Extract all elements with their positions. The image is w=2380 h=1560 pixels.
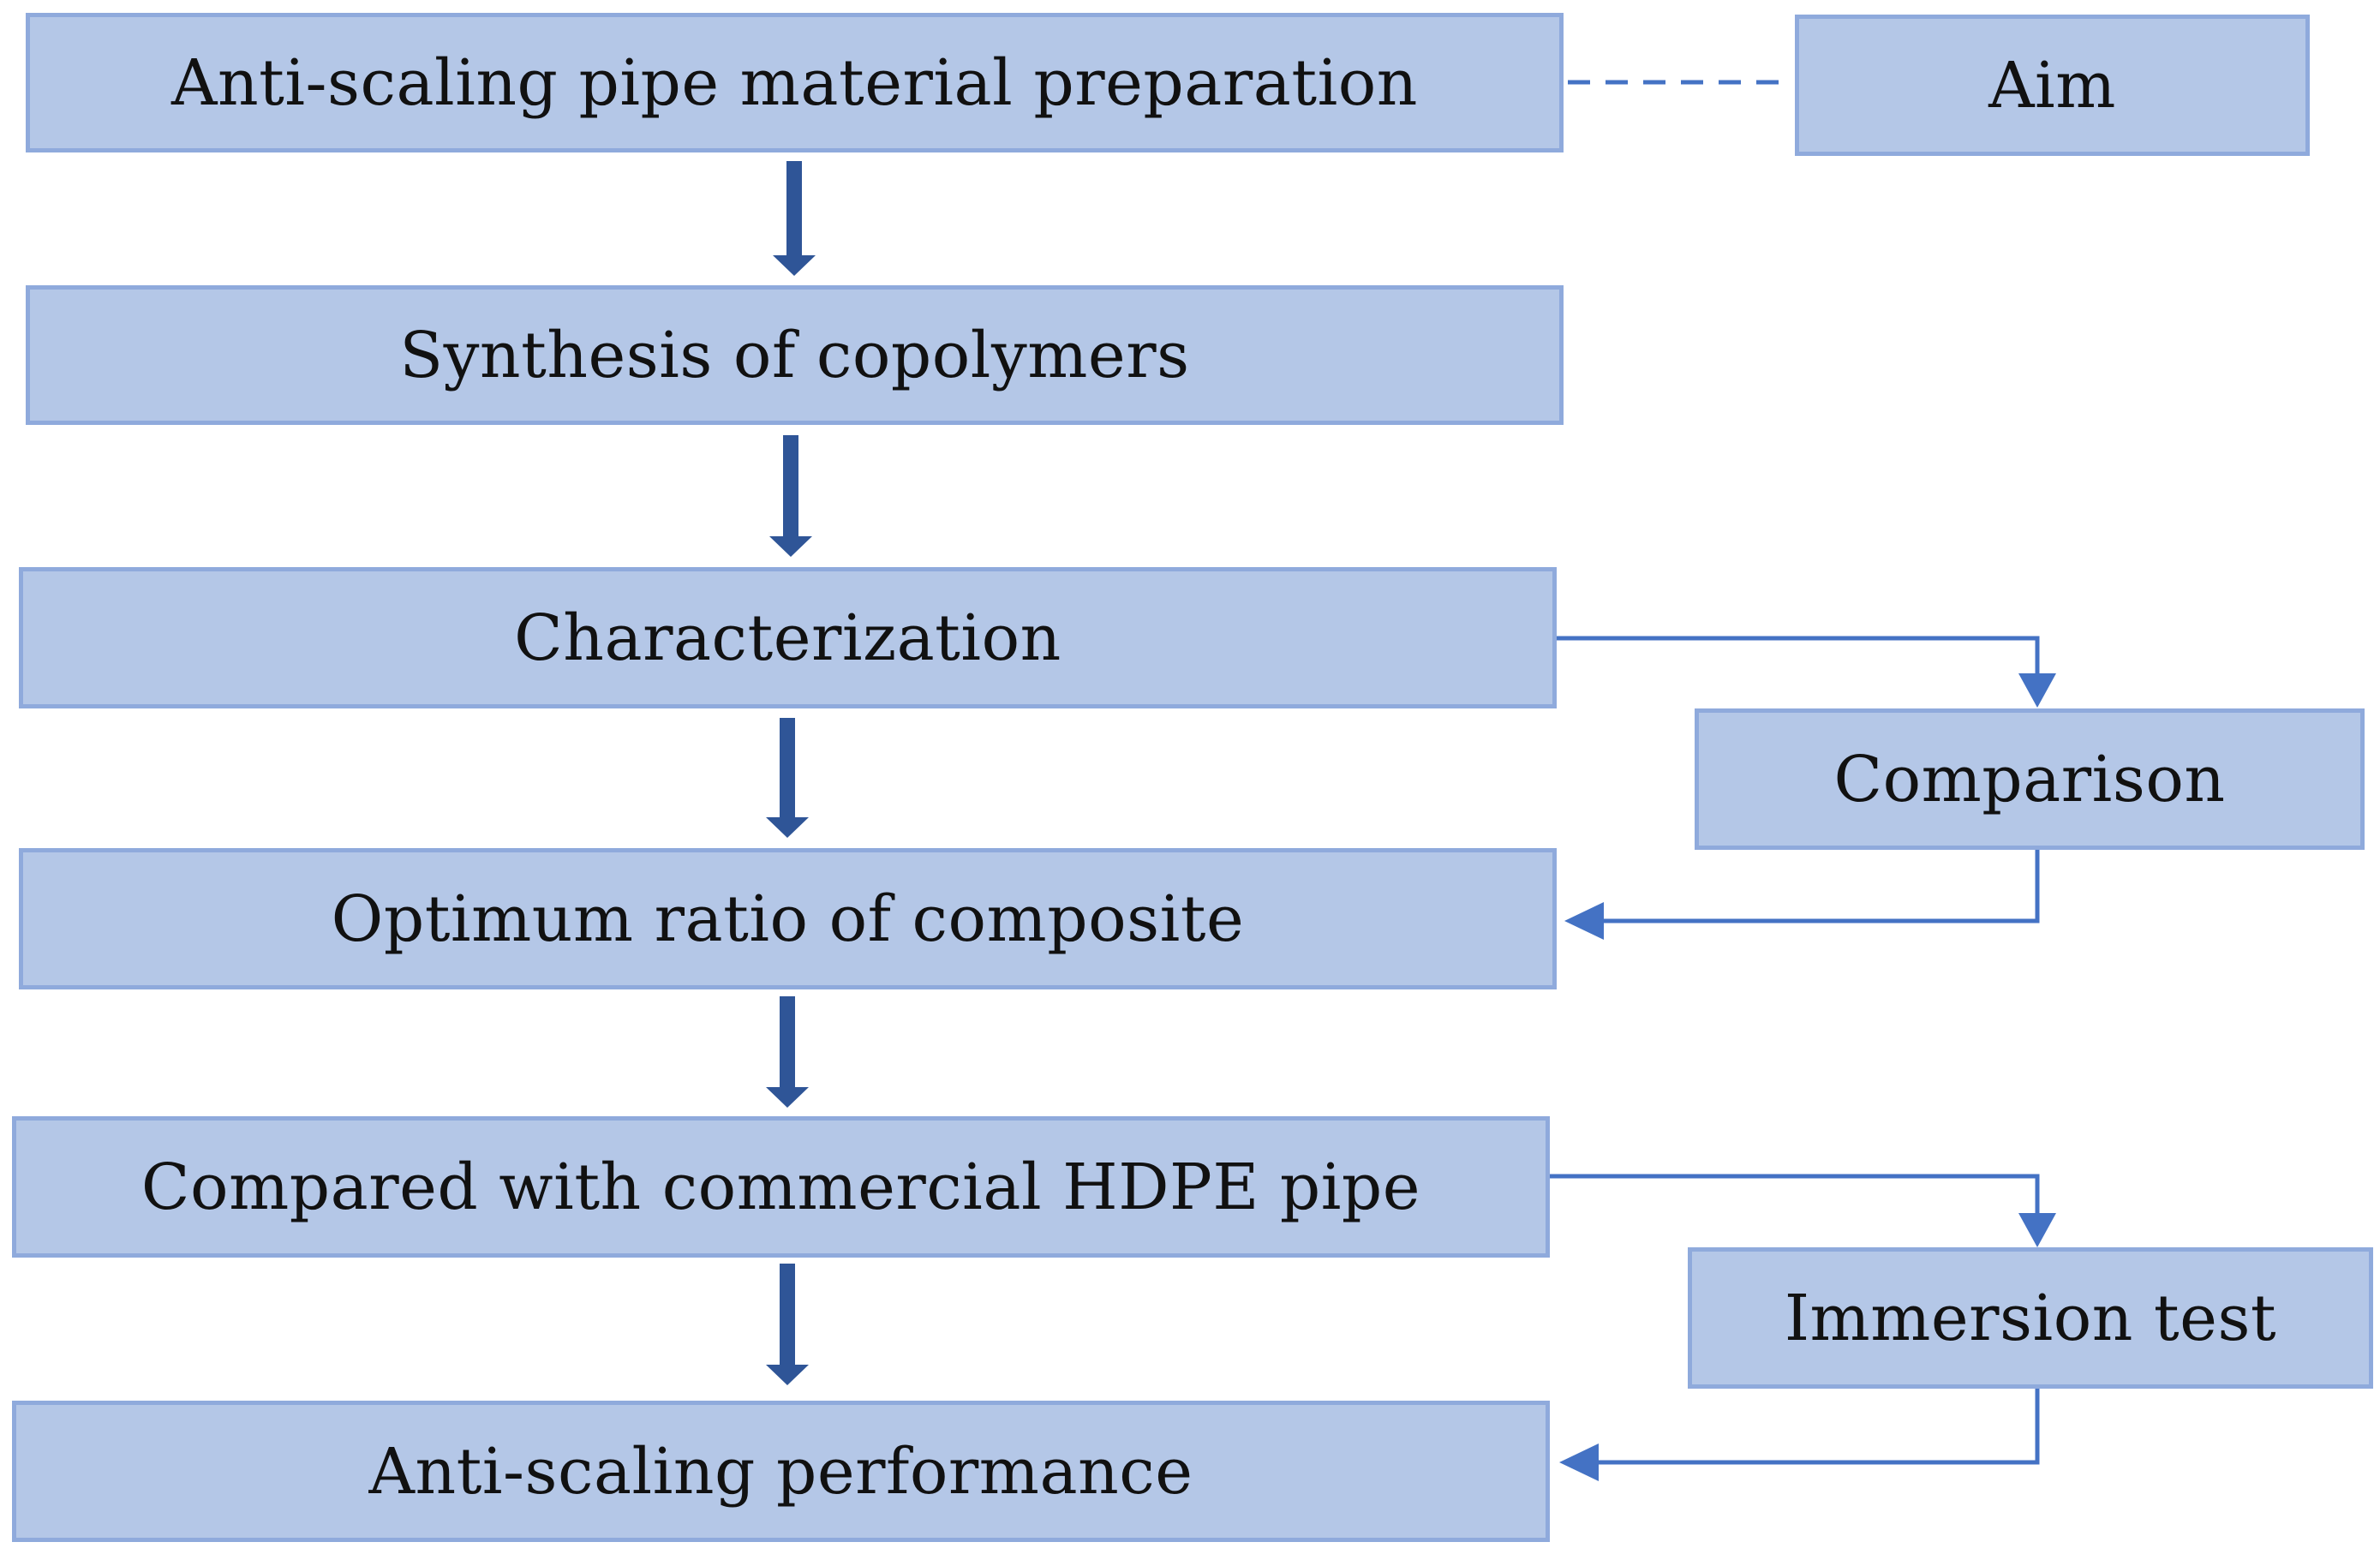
arrow-to-immersion (1550, 1174, 2056, 1247)
step-characterization: Characterization (19, 567, 1557, 708)
step-synthesis: Synthesis of copolymers (26, 285, 1564, 425)
arrow-from-immersion (1559, 1389, 2040, 1481)
main-arrow-2 (769, 435, 812, 557)
comparison-label: Comparison (1833, 742, 2226, 816)
main-arrow-4 (766, 996, 809, 1108)
step-material-preparation: Anti-scaling pipe material preparation (26, 13, 1564, 152)
main-arrow-1 (773, 161, 816, 276)
arrow-to-comparison (1557, 636, 2056, 708)
aim-label: Aim (1988, 48, 2116, 123)
step-label: Compared with commercial HDPE pipe (141, 1150, 1421, 1224)
immersion-test-box: Immersion test (1688, 1247, 2373, 1389)
step-optimum-ratio: Optimum ratio of composite (19, 848, 1557, 989)
arrow-from-comparison (1564, 850, 2040, 940)
comparison-box: Comparison (1695, 708, 2365, 850)
aim-box: Aim (1795, 15, 2310, 156)
step-label: Anti-scaling performance (368, 1434, 1193, 1509)
main-arrow-5 (766, 1264, 809, 1385)
step-anti-scaling-performance: Anti-scaling performance (12, 1401, 1550, 1542)
step-label: Characterization (514, 601, 1061, 675)
step-label: Anti-scaling pipe material preparation (171, 45, 1418, 120)
immersion-label: Immersion test (1784, 1281, 2277, 1355)
step-label: Synthesis of copolymers (399, 318, 1190, 392)
step-label: Optimum ratio of composite (331, 882, 1245, 956)
step-compared-hdpe: Compared with commercial HDPE pipe (12, 1116, 1550, 1258)
main-arrow-3 (766, 718, 809, 838)
